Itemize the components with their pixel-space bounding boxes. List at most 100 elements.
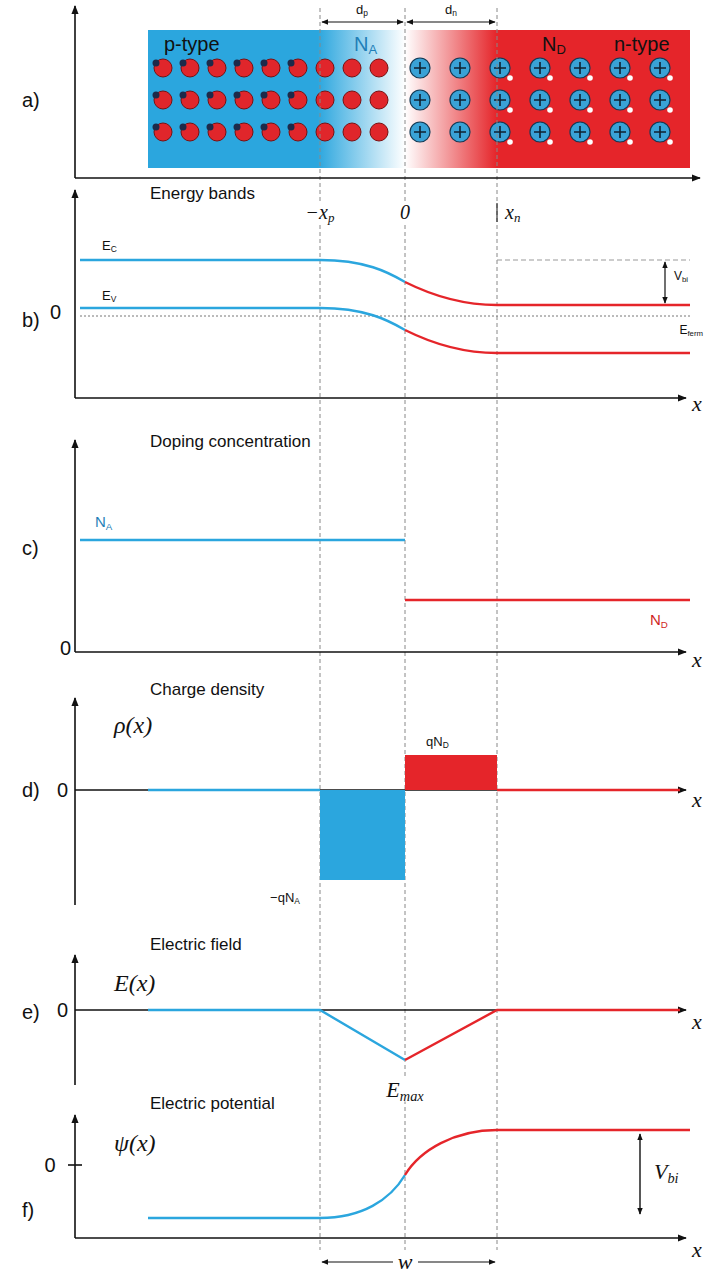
drawing-part <box>74 1115 76 1238</box>
ec-reference <box>497 260 690 261</box>
acceptor-atom <box>316 91 334 109</box>
hole-marker <box>180 92 187 99</box>
panel-letter: c) <box>20 538 41 559</box>
doping-label: ND <box>540 34 568 55</box>
free-electron <box>587 75 593 81</box>
acceptor-atom <box>316 123 334 141</box>
hole-marker <box>261 124 268 131</box>
hole-marker <box>153 60 160 67</box>
hole-marker <box>234 92 241 99</box>
plus-sign <box>414 94 426 106</box>
n-region <box>405 30 690 168</box>
vbi-label: Vbi <box>652 1160 681 1183</box>
field-max-label: Emax <box>384 1078 425 1101</box>
free-electron <box>667 75 673 81</box>
panel-letter: e) <box>20 1002 42 1023</box>
drawing-part <box>75 397 686 399</box>
doping-label: ND <box>648 612 670 628</box>
donor-atom <box>570 58 590 78</box>
plus-sign <box>414 62 426 74</box>
positive-charge-block <box>405 755 497 790</box>
drawing-part <box>80 308 405 330</box>
axis-label: x <box>690 392 704 415</box>
free-electron <box>547 75 553 81</box>
free-electron <box>587 107 593 113</box>
axis-zero: 0 <box>55 780 70 801</box>
charge-label: qND <box>424 735 451 749</box>
acceptor-atom <box>370 123 388 141</box>
axis-zero: 0 <box>48 302 63 323</box>
free-electron <box>667 107 673 113</box>
donor-atom <box>610 90 630 110</box>
free-electron <box>627 107 633 113</box>
hole-marker <box>153 92 160 99</box>
plus-sign <box>614 62 626 74</box>
plus-sign <box>654 126 666 138</box>
region-label: n-type <box>612 34 672 55</box>
acceptor-atom <box>370 59 388 77</box>
plus-sign <box>534 62 546 74</box>
plus-sign <box>494 94 506 106</box>
width-label: dn <box>443 3 459 17</box>
charge-label: −qNA <box>268 891 302 905</box>
plus-sign <box>454 62 466 74</box>
drawing-part <box>74 190 76 398</box>
plus-sign <box>534 94 546 106</box>
band-label: EV <box>100 289 118 303</box>
drawing-part <box>74 698 76 905</box>
axis-title: ψ(x) <box>112 1131 158 1156</box>
plus-sign <box>494 62 506 74</box>
axis-zero: 0 <box>58 638 73 659</box>
free-electron <box>507 107 513 113</box>
drawing-part <box>75 1237 686 1239</box>
band-label: EC <box>100 239 119 253</box>
panel-title: Electric field <box>148 936 244 954</box>
acceptor-atom <box>316 59 334 77</box>
axis-title: ρ(x) <box>112 713 154 738</box>
donor-atom <box>490 58 510 78</box>
panel-title: Charge density <box>148 681 266 699</box>
doping-label: NA <box>93 514 114 530</box>
hole-marker <box>234 60 241 67</box>
position-label: −xp <box>304 202 337 223</box>
axis-label: x <box>690 788 704 811</box>
donor-atom <box>650 58 670 78</box>
hole-marker <box>261 92 268 99</box>
axis-label: x <box>690 648 704 671</box>
axis-title: E(x) <box>112 971 157 996</box>
hole-marker <box>261 60 268 67</box>
width-arrow <box>418 1261 495 1262</box>
axis-zero: 0 <box>42 1155 57 1176</box>
charge-line-p <box>148 789 320 791</box>
plus-sign <box>574 62 586 74</box>
field-curve-p <box>148 1010 405 1060</box>
donor-atom <box>610 58 630 78</box>
plus-sign <box>454 94 466 106</box>
donor-atom <box>490 90 510 110</box>
dn-arrow <box>407 21 495 22</box>
doping-label: NA <box>352 34 379 55</box>
vbi-label: Vbi <box>672 270 690 283</box>
free-electron <box>667 139 673 145</box>
p-region <box>148 30 405 168</box>
donor-atom <box>410 122 430 142</box>
drawing-part <box>74 955 76 1085</box>
donor-atom <box>410 58 430 78</box>
panel-letter: a) <box>20 90 42 111</box>
drawing-part <box>405 330 690 353</box>
panel-title: Electric potential <box>148 1095 277 1113</box>
plus-sign <box>494 126 506 138</box>
hole-marker <box>207 124 214 131</box>
acceptor-level <box>80 539 405 541</box>
drawing-part <box>405 8 406 1250</box>
plus-sign <box>614 126 626 138</box>
fermi-level <box>80 316 690 317</box>
panel-title: Energy bands <box>148 185 257 203</box>
width-label: dp <box>354 3 370 17</box>
free-electron <box>627 139 633 145</box>
position-label: 0 <box>398 202 412 223</box>
free-electron <box>507 75 513 81</box>
dp-arrow <box>322 21 403 22</box>
